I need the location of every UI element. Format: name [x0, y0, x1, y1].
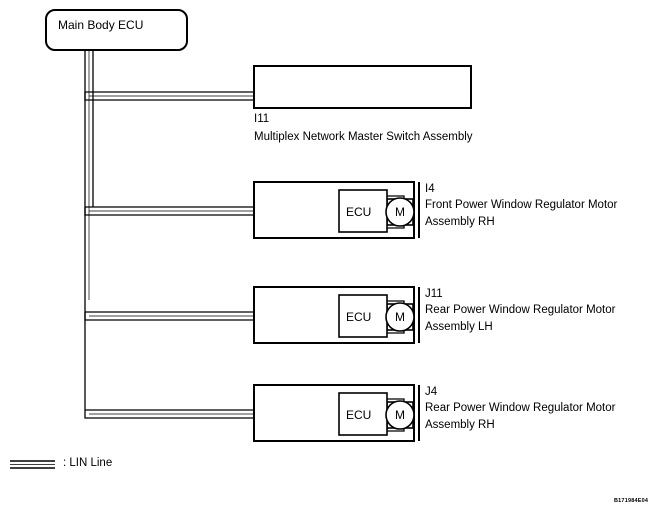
lin-branch-j4 — [84, 409, 254, 419]
lin-trunk-vertical — [84, 49, 94, 410]
module-description-i4-line2: Assembly RH — [425, 216, 495, 228]
module-description-i4-line1: Front Power Window Regulator Motor — [425, 199, 618, 211]
lin-line-symbol — [10, 460, 55, 469]
module-box-j4 — [253, 384, 415, 442]
ecu-block-label-i4: ECU — [346, 205, 372, 219]
module-code-j4: J4 — [425, 386, 438, 398]
motor-label-j4: M — [395, 408, 405, 422]
motor-label-j11: M — [395, 310, 405, 324]
main-body-ecu-box — [45, 9, 188, 51]
lin-bus-network — [84, 49, 254, 419]
module-code-i4: I4 — [425, 183, 435, 195]
module-description-j11-line1: Rear Power Window Regulator Motor — [425, 304, 616, 316]
module-box-i4 — [253, 181, 415, 239]
lin-branch-i11 — [84, 91, 254, 101]
module-description-i11: Multiplex Network Master Switch Assembly — [254, 131, 473, 143]
figure-reference-code: B171984E04 — [614, 498, 649, 504]
module-code-i11: I11 — [254, 113, 270, 125]
ecu-block-label-j4: ECU — [346, 408, 372, 422]
legend-label: : LIN Line — [63, 457, 113, 469]
module-description-j4-line1: Rear Power Window Regulator Motor — [425, 402, 616, 414]
ecu-block-label-j11: ECU — [346, 310, 372, 324]
lin-branch-j11 — [84, 311, 254, 321]
module-box-i11 — [253, 65, 472, 109]
module-description-j11-line2: Assembly LH — [425, 321, 493, 333]
module-box-j11 — [253, 286, 415, 344]
module-description-j4-line2: Assembly RH — [425, 419, 495, 431]
lin-branch-i4 — [84, 206, 254, 216]
main-body-ecu-label: Main Body ECU — [58, 18, 144, 32]
module-code-j11: J11 — [425, 288, 443, 300]
motor-label-i4: M — [395, 205, 405, 219]
